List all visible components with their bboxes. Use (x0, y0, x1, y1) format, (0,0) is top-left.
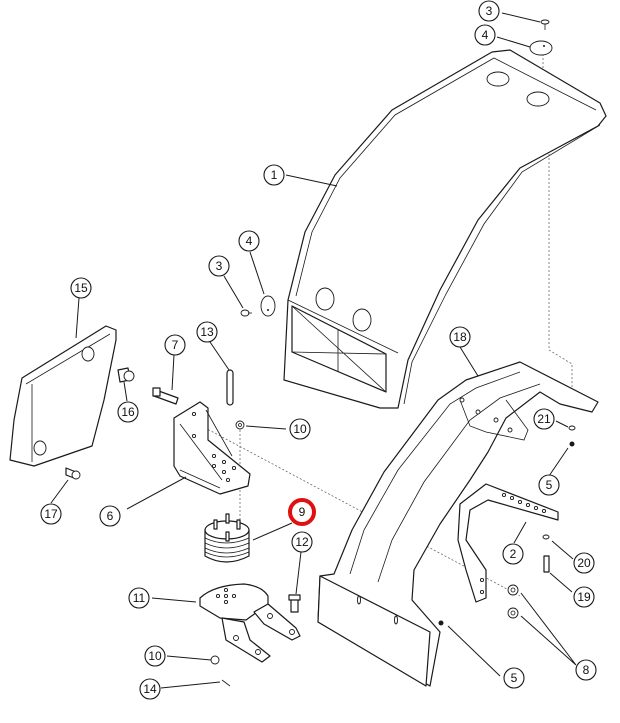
part-17-bolt (65, 467, 81, 480)
part-8-nuts (507, 584, 519, 619)
part-10-nut-mid (235, 420, 245, 430)
part-6-bracket (173, 401, 251, 495)
callout-4-mid[interactable]: 4 (238, 230, 260, 252)
part-16-bolt (117, 367, 135, 383)
callout-label: 19 (577, 590, 591, 604)
part-10-nut-bottom (210, 655, 220, 665)
callout-label: 15 (74, 281, 88, 295)
callout-label: 2 (510, 547, 517, 561)
callout-12[interactable]: 12 (291, 531, 313, 553)
part-2-bracket (457, 483, 559, 603)
part-4-cap-mid (260, 295, 276, 317)
callout-label: 10 (293, 422, 307, 436)
callout-5-right[interactable]: 5 (538, 474, 560, 496)
part-9-isolator (204, 513, 250, 563)
part-5-nut-bottom (438, 620, 444, 626)
callout-11[interactable]: 11 (128, 587, 150, 609)
callout-label: 11 (133, 591, 146, 605)
callout-label: 18 (453, 330, 467, 344)
callout-label: 10 (148, 649, 162, 663)
callout-19[interactable]: 19 (573, 586, 595, 608)
leader-lines (50, 12, 577, 689)
callout-label: 5 (546, 478, 553, 492)
part-7-bolt (152, 387, 179, 405)
part-18-frame (317, 361, 599, 687)
callout-4-top[interactable]: 4 (474, 24, 496, 46)
part-4-cap-top (529, 40, 553, 56)
callout-2[interactable]: 2 (502, 543, 524, 565)
callout-label: 8 (583, 663, 590, 677)
callout-8[interactable]: 8 (575, 659, 597, 681)
callout-label: 17 (44, 507, 58, 521)
callout-label: 3 (486, 4, 493, 18)
callout-6[interactable]: 6 (99, 505, 121, 527)
callout-label: 1 (271, 168, 278, 182)
callout-10-bottom[interactable]: 10 (144, 645, 166, 667)
callout-21[interactable]: 21 (533, 408, 555, 430)
callout-label: 4 (482, 28, 489, 42)
callout-label: 3 (216, 259, 223, 273)
callout-label: 5 (511, 671, 518, 685)
callout-5-bottom[interactable]: 5 (503, 667, 525, 689)
part-1-fender (283, 49, 607, 409)
part-13-pin (226, 369, 234, 406)
callout-13[interactable]: 13 (196, 321, 218, 343)
callout-label: 4 (246, 234, 253, 248)
callout-label: 21 (537, 412, 551, 426)
part-3-screw-top (540, 19, 550, 30)
callout-3-top[interactable]: 3 (478, 0, 500, 22)
callout-15[interactable]: 15 (70, 277, 92, 299)
callout-20[interactable]: 20 (573, 552, 595, 574)
callout-18[interactable]: 18 (449, 326, 471, 348)
callout-16[interactable]: 16 (117, 401, 139, 423)
callout-label: 20 (577, 556, 591, 570)
part-21-washer (568, 425, 576, 431)
callout-9-highlighted[interactable]: 9 (288, 498, 316, 526)
part-15-side-panel (9, 325, 117, 467)
alignment-lines (193, 54, 573, 597)
part-19-bolt (543, 555, 550, 573)
callout-label: 16 (121, 405, 135, 419)
callout-label: 13 (200, 325, 214, 339)
callout-17[interactable]: 17 (40, 503, 62, 525)
part-3-screw-mid (240, 309, 252, 317)
callout-label: 6 (107, 509, 114, 523)
callout-label: 7 (172, 338, 179, 352)
callout-label: 12 (295, 535, 309, 549)
callout-14[interactable]: 14 (139, 678, 161, 700)
callout-7[interactable]: 7 (164, 334, 186, 356)
part-11-mount-plate (199, 583, 301, 663)
part-12-bolt (288, 594, 301, 613)
callout-1[interactable]: 1 (263, 164, 285, 186)
callout-label: 9 (299, 505, 306, 519)
part-5-nut-right (569, 441, 575, 447)
callout-10-mid[interactable]: 10 (289, 418, 311, 440)
part-20-washer (542, 534, 550, 540)
part-14-cotter-pin (221, 679, 231, 687)
callout-3-mid[interactable]: 3 (208, 255, 230, 277)
callout-label: 14 (143, 682, 157, 696)
